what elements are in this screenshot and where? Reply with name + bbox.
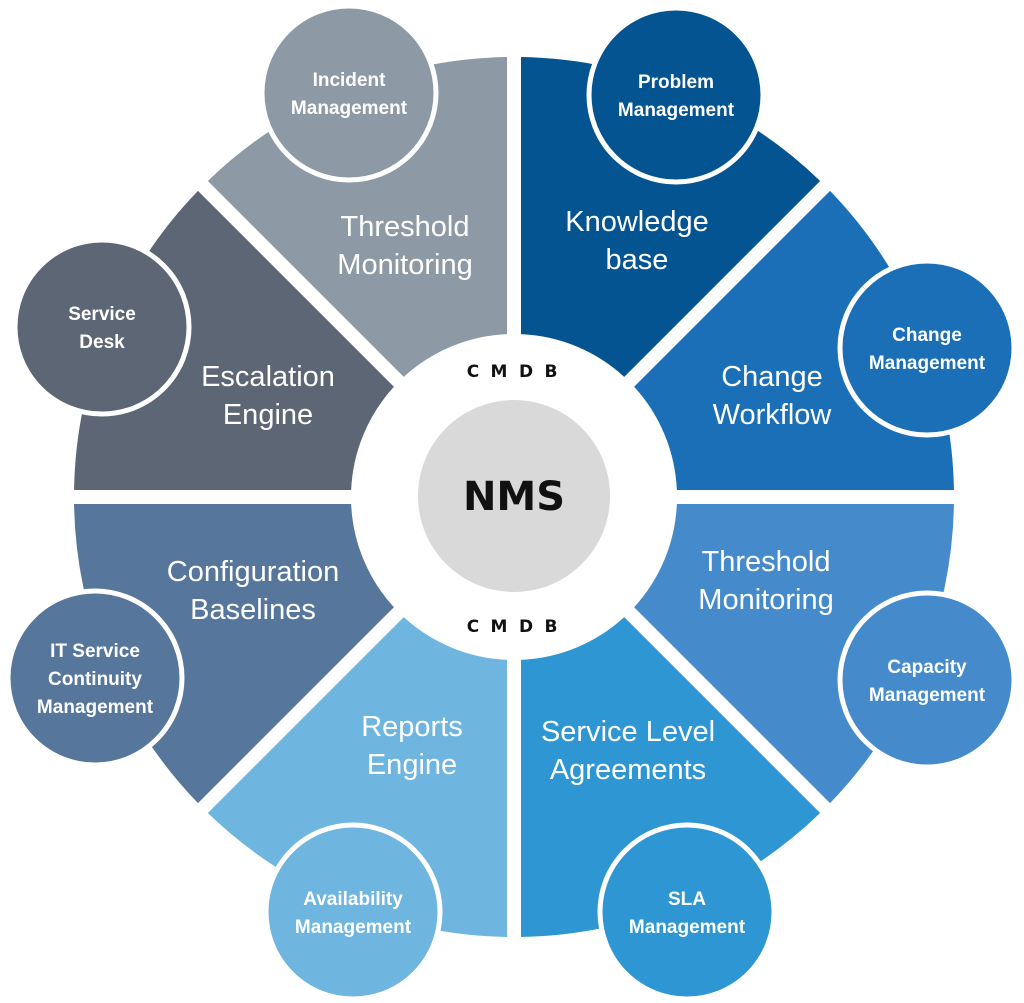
process-circle-shape <box>837 590 1017 770</box>
nms-hub-label: NMS <box>463 474 565 520</box>
process-circle-shape <box>597 822 777 1002</box>
cmdb-letter: B <box>545 362 558 382</box>
process-circle-shape <box>12 237 192 417</box>
cmdb-letter: D <box>519 362 533 382</box>
cmdb-letter: C <box>467 617 479 637</box>
process-circle-shape <box>263 822 443 1002</box>
nms-hub-circle <box>418 400 610 592</box>
cmdb-letter: C <box>467 362 479 382</box>
cmdb-letter: B <box>545 617 558 637</box>
process-circle-shape <box>586 5 766 185</box>
process-circle-shape <box>837 258 1017 438</box>
cmdb-letter: M <box>491 617 508 637</box>
process-circle-shape <box>259 3 439 183</box>
cmdb-letter: D <box>519 617 533 637</box>
cmdb-letter: M <box>491 362 508 382</box>
process-circle-shape <box>5 588 185 768</box>
